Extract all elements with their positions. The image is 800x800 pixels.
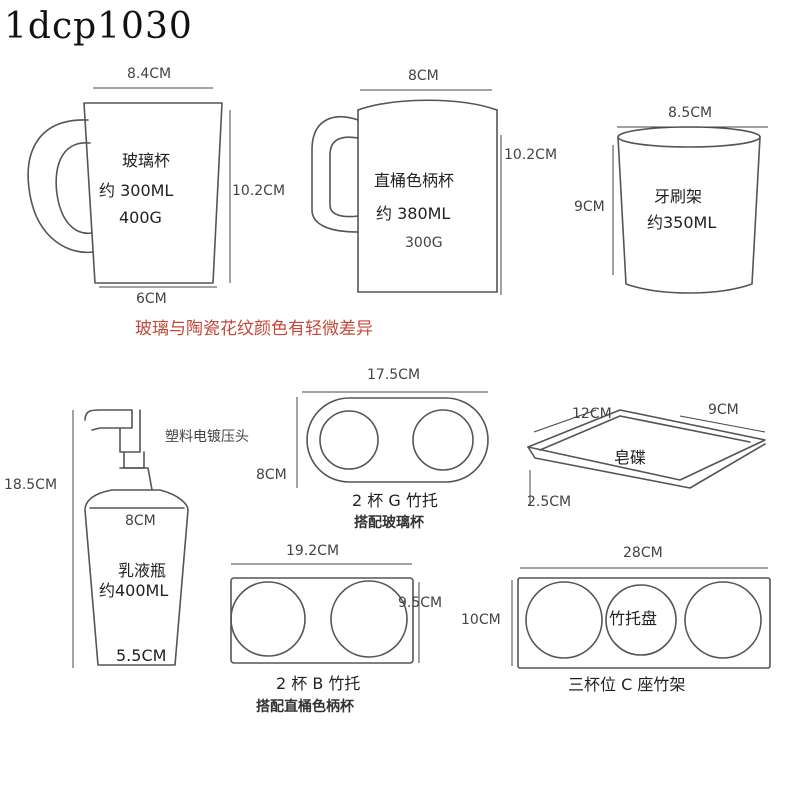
lotion-bottle-name: 乳液瓶: [118, 561, 167, 580]
holder-g-width: 17.5CM: [367, 367, 421, 383]
glass-cup-width-bottom: 6CM: [136, 291, 167, 307]
tray-c-width: 28CM: [623, 545, 663, 561]
lotion-bottle-height: 18.5CM: [4, 477, 58, 493]
lotion-bottle-capacity: 约400ML: [99, 581, 169, 600]
holder-b-pairing: 搭配直桶色柄杯: [256, 699, 354, 715]
lotion-bottle-width: 8CM: [125, 513, 156, 529]
lotion-bottle-outline: [84, 409, 189, 666]
holder-b-width: 19.2CM: [286, 543, 340, 559]
tray-c-height: 10CM: [461, 612, 501, 628]
glass-cup-name: 玻璃杯: [122, 151, 171, 170]
tray-c-name: 三杯位 C 座竹架: [568, 675, 686, 694]
glass-cup-height: 10.2CM: [232, 183, 286, 199]
soap-dish-height: 2.5CM: [527, 494, 572, 510]
soap-dish-width: 9CM: [708, 402, 739, 418]
glass-cup-width-top: 8.4CM: [127, 66, 172, 82]
holder-b-height: 9.5CM: [398, 595, 443, 611]
dimension-lines: [72, 87, 768, 668]
holder-b-name: 2 杯 B 竹托: [276, 674, 361, 693]
straight-mug-outline: [311, 99, 498, 293]
toothbrush-holder-outline: [617, 126, 761, 294]
toothbrush-holder-name: 牙刷架: [654, 187, 703, 206]
glass-cup-weight: 400G: [119, 208, 162, 227]
soap-dish-outline: [527, 409, 766, 489]
tray-c-outline: [517, 577, 771, 669]
toothbrush-holder-width: 8.5CM: [668, 105, 713, 121]
holder-g-height: 8CM: [256, 467, 287, 483]
straight-mug-name: 直桶色柄杯: [374, 171, 455, 190]
straight-mug-width: 8CM: [408, 68, 439, 84]
straight-mug-capacity: 约 380ML: [376, 204, 451, 223]
holder-b-outline: [230, 577, 414, 664]
product-code: 1dcp1030: [4, 6, 193, 47]
holder-g-pairing: 搭配玻璃杯: [354, 515, 424, 531]
soap-dish-length: 12CM: [572, 406, 612, 422]
holder-g-name: 2 杯 G 竹托: [352, 491, 438, 510]
lotion-bottle-base-width: 5.5CM: [116, 646, 167, 665]
straight-mug-height: 10.2CM: [504, 147, 558, 163]
straight-mug-weight: 300G: [405, 235, 443, 251]
soap-dish-name: 皂碟: [614, 448, 647, 467]
toothbrush-holder-height: 9CM: [574, 199, 605, 215]
holder-g-outline: [306, 397, 489, 483]
glass-cup-outline: [27, 102, 223, 284]
tray-c-center-label: 竹托盘: [609, 609, 658, 628]
color-variance-notice: 玻璃与陶瓷花纹颜色有轻微差异: [135, 319, 373, 339]
toothbrush-holder-capacity: 约350ML: [647, 213, 717, 232]
lotion-bottle-pump-label: 塑料电镀压头: [165, 429, 249, 445]
glass-cup-capacity: 约 300ML: [99, 181, 174, 200]
